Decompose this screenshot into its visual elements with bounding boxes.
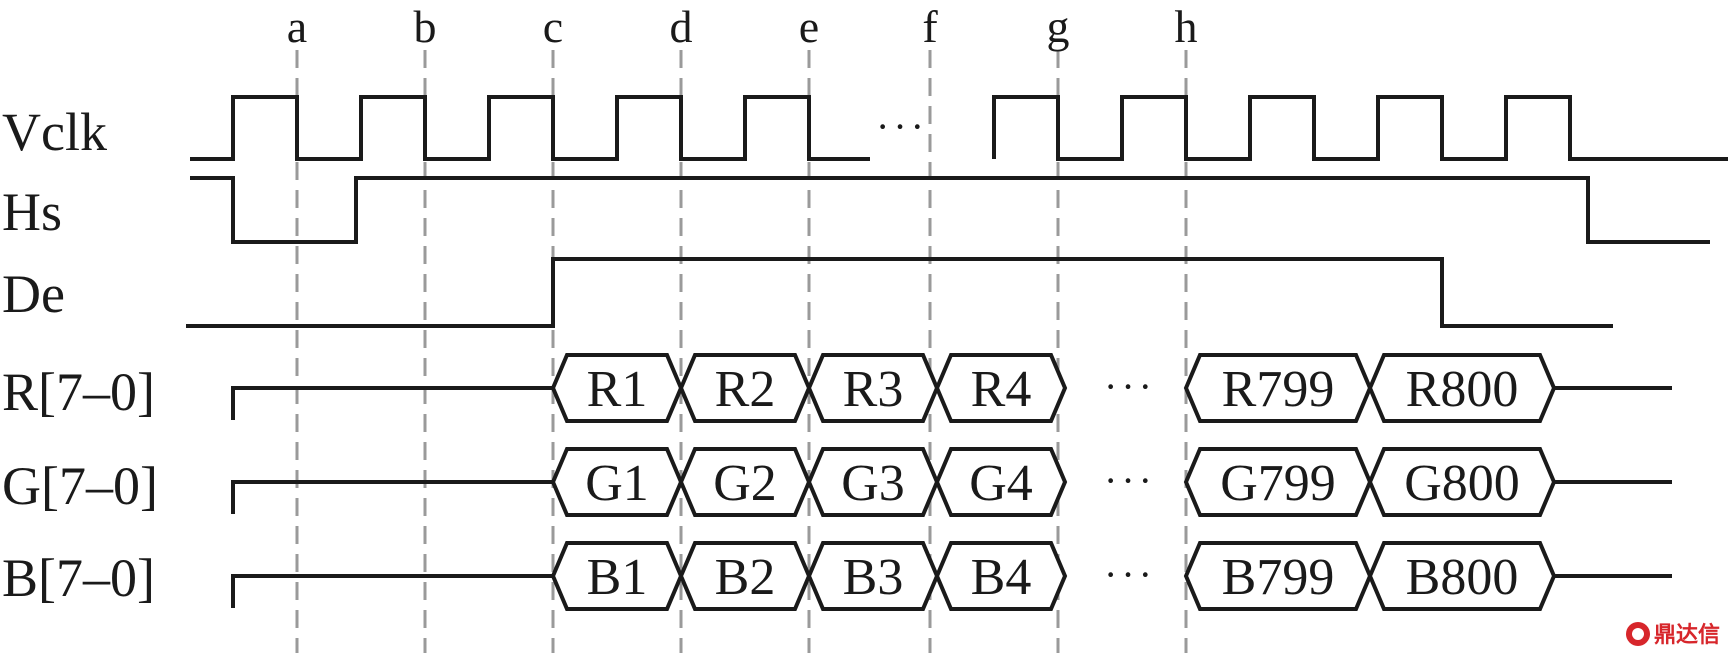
time-marker-a: a [287,1,307,52]
g-bus-label-1: G1 [585,455,649,512]
hs-waveform [190,176,1710,244]
signal-label-g: G[7–0] [2,456,158,516]
time-marker-f: f [922,1,938,52]
r-bus-label-799: R799 [1222,361,1335,418]
b-bus-gap-ellipsis: ··· [1104,552,1156,597]
g-bus-label-3: G3 [841,455,905,512]
b-bus: ··· B1 B2 B3 B4 B799 B800 [231,541,1672,611]
b-bus-label-799: B799 [1222,549,1335,606]
r-bus-label-3: R3 [843,361,904,418]
de-waveform [186,257,1613,328]
r-bus-gap-ellipsis: ··· [1104,364,1156,409]
time-marker-labels: a b c d e f g h [287,1,1198,52]
b-bus-label-3: B3 [843,549,904,606]
r-bus-label-1: R1 [587,361,648,418]
b-bus-label-4: B4 [971,549,1032,606]
g-bus-label-2: G2 [713,455,777,512]
g-bus-label-4: G4 [969,455,1033,512]
time-marker-e: e [799,1,819,52]
time-marker-b: b [414,1,437,52]
watermark-text: 鼎达信 [1654,622,1720,648]
time-marker-h: h [1175,1,1198,52]
signal-label-b: B[7–0] [2,548,155,608]
b-bus-idle-left [231,574,553,608]
signal-label-de: De [2,264,65,324]
b-bus-label-800: B800 [1406,549,1519,606]
r-bus-idle-left [231,386,553,420]
g-bus-gap-ellipsis: ··· [1104,458,1156,503]
signal-label-r: R[7–0] [2,362,155,422]
b-bus-label-1: B1 [587,549,648,606]
r-bus: ··· R1 R2 R3 R4 R799 R800 [231,353,1672,423]
signal-labels: Vclk Hs De R[7–0] G[7–0] B[7–0] [2,102,158,608]
time-marker-d: d [670,1,693,52]
g-bus-word-4 [934,447,1068,517]
watermark-badge-inner [1632,628,1644,640]
b-bus-label-2: B2 [715,549,776,606]
time-marker-g: g [1047,1,1070,52]
r-bus-label-2: R2 [715,361,776,418]
g-bus-label-799: G799 [1220,455,1336,512]
g-bus: ··· G1 G2 G3 G4 G799 G800 [231,447,1672,517]
vclk-gap-ellipsis: ··· [876,104,928,149]
r-bus-label-4: R4 [971,361,1032,418]
vclk-waveform-right [992,95,1728,161]
signal-label-hs: Hs [2,182,62,242]
watermark-logo: 鼎达信 [1626,622,1720,648]
g-bus-label-800: G800 [1404,455,1520,512]
g-bus-idle-left [231,480,553,514]
vclk-waveform-left [190,95,870,161]
time-marker-c: c [543,1,563,52]
signal-label-vclk: Vclk [2,102,107,162]
r-bus-word-4 [934,353,1068,423]
r-bus-label-800: R800 [1406,361,1519,418]
b-bus-word-4 [934,541,1068,611]
